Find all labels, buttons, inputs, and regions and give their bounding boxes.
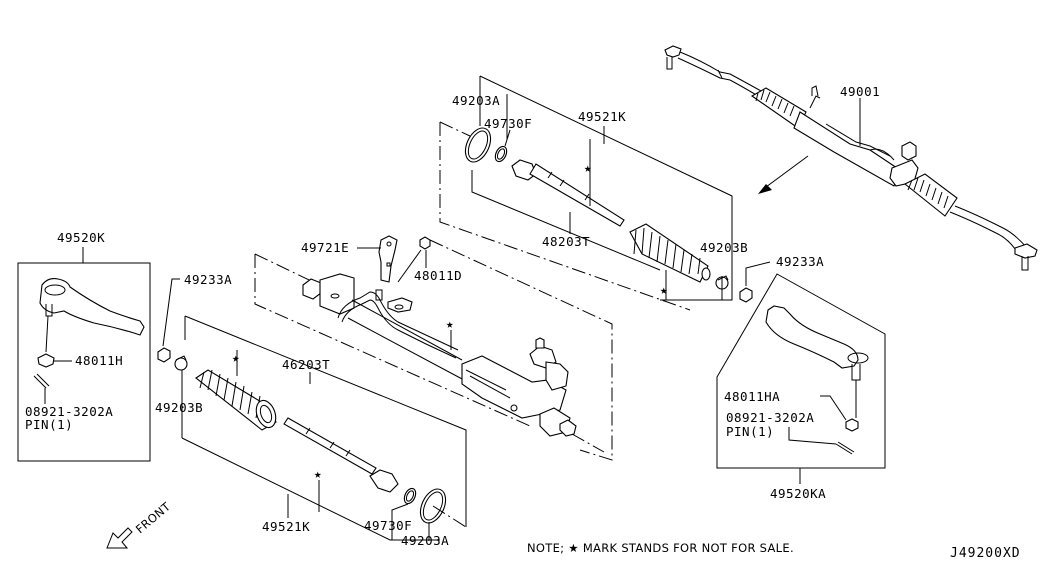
label-49730F-bottom[interactable]: 49730F	[364, 518, 412, 533]
ring-49730F-bottom[interactable]	[402, 487, 418, 506]
label-48011H[interactable]: 48011H	[75, 353, 123, 368]
label-48011HA[interactable]: 48011HA	[724, 389, 780, 404]
label-49520K[interactable]: 49520K	[57, 230, 105, 245]
kit-49520KA	[716, 273, 886, 484]
label-08921-3202A-left[interactable]: 08921-3202A	[25, 404, 113, 419]
ring-49730F-top[interactable]	[493, 145, 509, 164]
front-label: FRONT	[133, 499, 174, 536]
boot-clamp-49203B-left[interactable]	[174, 355, 188, 371]
label-48203T[interactable]: 48203T	[542, 234, 590, 249]
boot-clamp-49203A-top[interactable]	[460, 124, 495, 166]
label-49521K-bottom[interactable]: 49521K	[262, 519, 310, 534]
not-for-sale-note: NOTE; ★ MARK STANDS FOR NOT FOR SALE.	[527, 541, 794, 555]
nut-48011H[interactable]	[37, 353, 55, 368]
tie-rod-end-49520KA[interactable]	[765, 305, 869, 418]
label-49203A-top[interactable]: 49203A	[452, 93, 500, 108]
label-pin-right[interactable]: PIN(1)	[726, 424, 774, 439]
bracket-49721E[interactable]	[378, 235, 398, 283]
label-08921-3202A-right[interactable]: 08921-3202A	[726, 410, 814, 425]
front-arrow-icon	[106, 527, 133, 549]
not-for-sale-star-icon: ★	[584, 160, 592, 175]
kit-46203T-left	[181, 315, 467, 541]
gear-housing[interactable]	[302, 273, 605, 453]
cotter-pin-right-icon[interactable]	[835, 441, 855, 455]
inner-socket-49521K-top[interactable]	[511, 159, 625, 227]
label-49233A-left[interactable]: 49233A	[184, 272, 232, 287]
direction-arrow-icon	[758, 155, 809, 194]
not-for-sale-star-icon: ★	[660, 282, 668, 297]
steering-gear-assembly-49001[interactable]	[664, 45, 1038, 271]
not-for-sale-star-icon: ★	[314, 466, 322, 481]
boot-48203T-right[interactable]	[629, 223, 711, 283]
label-49721E[interactable]: 49721E	[301, 240, 349, 255]
label-46203T[interactable]: 46203T	[282, 357, 330, 372]
nut-49233A-right[interactable]	[739, 287, 753, 303]
tie-rod-end-49520K[interactable]	[39, 278, 145, 353]
not-for-sale-star-icon: ★	[232, 350, 240, 365]
label-49203A-bottom[interactable]: 49203A	[401, 533, 449, 548]
kit-49520K-box	[17, 262, 151, 462]
label-49233A-right[interactable]: 49233A	[776, 254, 824, 269]
label-48011D[interactable]: 48011D	[414, 268, 462, 283]
label-pin-left[interactable]: PIN(1)	[25, 417, 73, 432]
inner-socket-49521K-bottom[interactable]	[283, 417, 399, 493]
label-49203B-right[interactable]: 49203B	[700, 240, 748, 255]
nut-49233A-left[interactable]	[157, 347, 171, 363]
gear-housing-box	[254, 239, 613, 461]
label-49521K-top[interactable]: 49521K	[578, 109, 626, 124]
cotter-pin-left-icon[interactable]	[33, 373, 50, 389]
label-49730F-top[interactable]: 49730F	[484, 116, 532, 131]
diagram-id-code: J49200XD	[950, 546, 1021, 561]
nut-48011HA[interactable]	[845, 418, 859, 432]
label-49520KA[interactable]: 49520KA	[770, 486, 826, 501]
boot-46203T-left[interactable]	[195, 369, 279, 431]
label-49001[interactable]: 49001	[840, 84, 880, 99]
bolt-48011D[interactable]	[397, 236, 431, 283]
not-for-sale-star-icon: ★	[446, 316, 454, 331]
kit-48203T-right	[439, 75, 733, 311]
label-49203B-left[interactable]: 49203B	[155, 400, 203, 415]
